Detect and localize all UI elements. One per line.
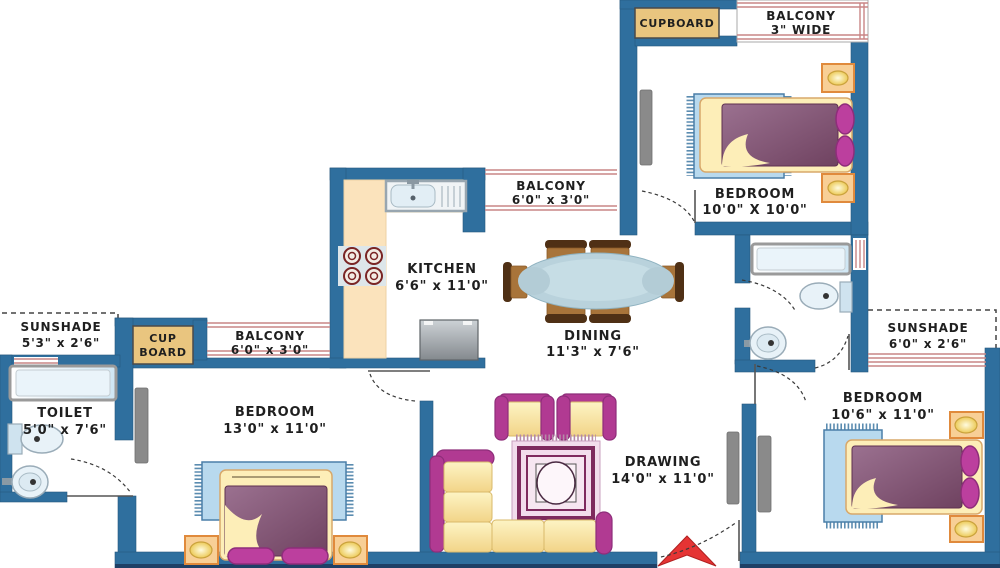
sunshade-left-dims: 5'3" x 2'6" <box>22 336 100 350</box>
wardrobe-left-bedroom <box>134 387 149 464</box>
balcony-top-right-label: BALCONY <box>766 9 835 23</box>
sunshade-left-outline <box>2 312 119 320</box>
refrigerator <box>419 319 479 361</box>
toilet-wc-left <box>7 423 64 455</box>
dining-table <box>503 240 684 323</box>
bathroom-window <box>853 238 866 270</box>
bed-left <box>194 461 354 565</box>
stove <box>338 246 386 286</box>
sunshade-left-label: SUNSHADE <box>21 320 102 334</box>
bedroom-left-label: BEDROOM <box>235 405 315 420</box>
toilet-dims: 5'0" x 7'6" <box>23 423 107 438</box>
balcony-top-right-dims: 3" WIDE <box>771 23 831 37</box>
cupboard-top-box <box>634 7 720 39</box>
balcony-left-label: BALCONY <box>235 329 304 343</box>
cupboard-left-label-2: BOARD <box>139 346 187 359</box>
dining-dims: 11'3" x 7'6" <box>546 345 640 360</box>
sunshade-right-dims: 6'0" x 2'6" <box>889 337 967 351</box>
kitchen-dims: 6'6" x 11'0" <box>395 279 489 294</box>
door-entrance <box>660 520 740 561</box>
toilet-wc-right <box>799 281 853 313</box>
door-bedroom-left <box>368 370 430 402</box>
wardrobe-right-bedroom <box>757 435 772 513</box>
kitchen-sink <box>384 179 468 213</box>
sunshade-right-outline <box>868 309 997 350</box>
nightstand <box>821 173 855 203</box>
nightstand <box>949 515 984 543</box>
cupboard-top-label: CUPBOARD <box>639 17 714 30</box>
nightstand <box>333 535 368 565</box>
toilet-label: TOILET <box>37 406 93 421</box>
sunshade-right-label: SUNSHADE <box>888 321 969 335</box>
balcony-kitchen-railing <box>485 169 617 211</box>
wardrobe-hall <box>726 431 740 505</box>
door-bathroom-bedroom <box>814 334 850 370</box>
dining-label: DINING <box>564 329 622 344</box>
armchair <box>494 393 555 441</box>
sink-right <box>744 326 787 360</box>
drawing-rug <box>511 434 601 532</box>
bedroom-left-dims: 13'0" x 11'0" <box>223 422 327 437</box>
cupboard-left-box <box>132 325 194 365</box>
toilet-window <box>14 357 58 365</box>
nightstand <box>184 535 219 565</box>
drawing-label: DRAWING <box>625 455 702 470</box>
kitchen-label: KITCHEN <box>407 262 477 277</box>
nightstand <box>821 63 855 93</box>
balcony-kitchen-dims: 6'0" x 3'0" <box>512 193 590 207</box>
bed-top-right <box>686 93 855 179</box>
balcony-top-right-railing <box>736 0 869 43</box>
door-bathroom-hall <box>741 279 797 313</box>
wardrobe-top-right <box>639 89 653 166</box>
entrance-arrow <box>657 535 717 567</box>
bedroom-top-right-dims: 10'0" X 10'0" <box>702 203 807 218</box>
bathtub-right <box>750 242 852 276</box>
sunshade-right-railing <box>868 353 986 367</box>
balcony-kitchen-label: BALCONY <box>516 179 585 193</box>
doors <box>67 190 850 561</box>
door-toilet-left <box>67 458 133 497</box>
bedroom-top-right-label: BEDROOM <box>715 187 795 202</box>
nightstand <box>949 411 984 439</box>
labels: CUPBOARD BALCONY 3" WIDE BEDROOM 10'0" X… <box>21 9 969 487</box>
cupboard-left-label-1: CUP <box>149 332 176 345</box>
sofa-l-shaped <box>429 449 613 555</box>
balcony-left-railing <box>207 322 330 356</box>
door-bedroom-right <box>754 364 807 404</box>
bathtub-left <box>8 364 118 402</box>
bedroom-right-label: BEDROOM <box>843 391 923 406</box>
bed-right <box>823 423 983 529</box>
balcony-left-dims: 6'0" x 3'0" <box>231 343 309 357</box>
door-bedroom-top-right <box>641 190 696 223</box>
armchair <box>556 393 617 441</box>
drawing-dims: 14'0" x 11'0" <box>611 472 715 487</box>
bedroom-right-dims: 10'6" x 11'0" <box>831 408 935 423</box>
sink-left <box>2 465 49 499</box>
